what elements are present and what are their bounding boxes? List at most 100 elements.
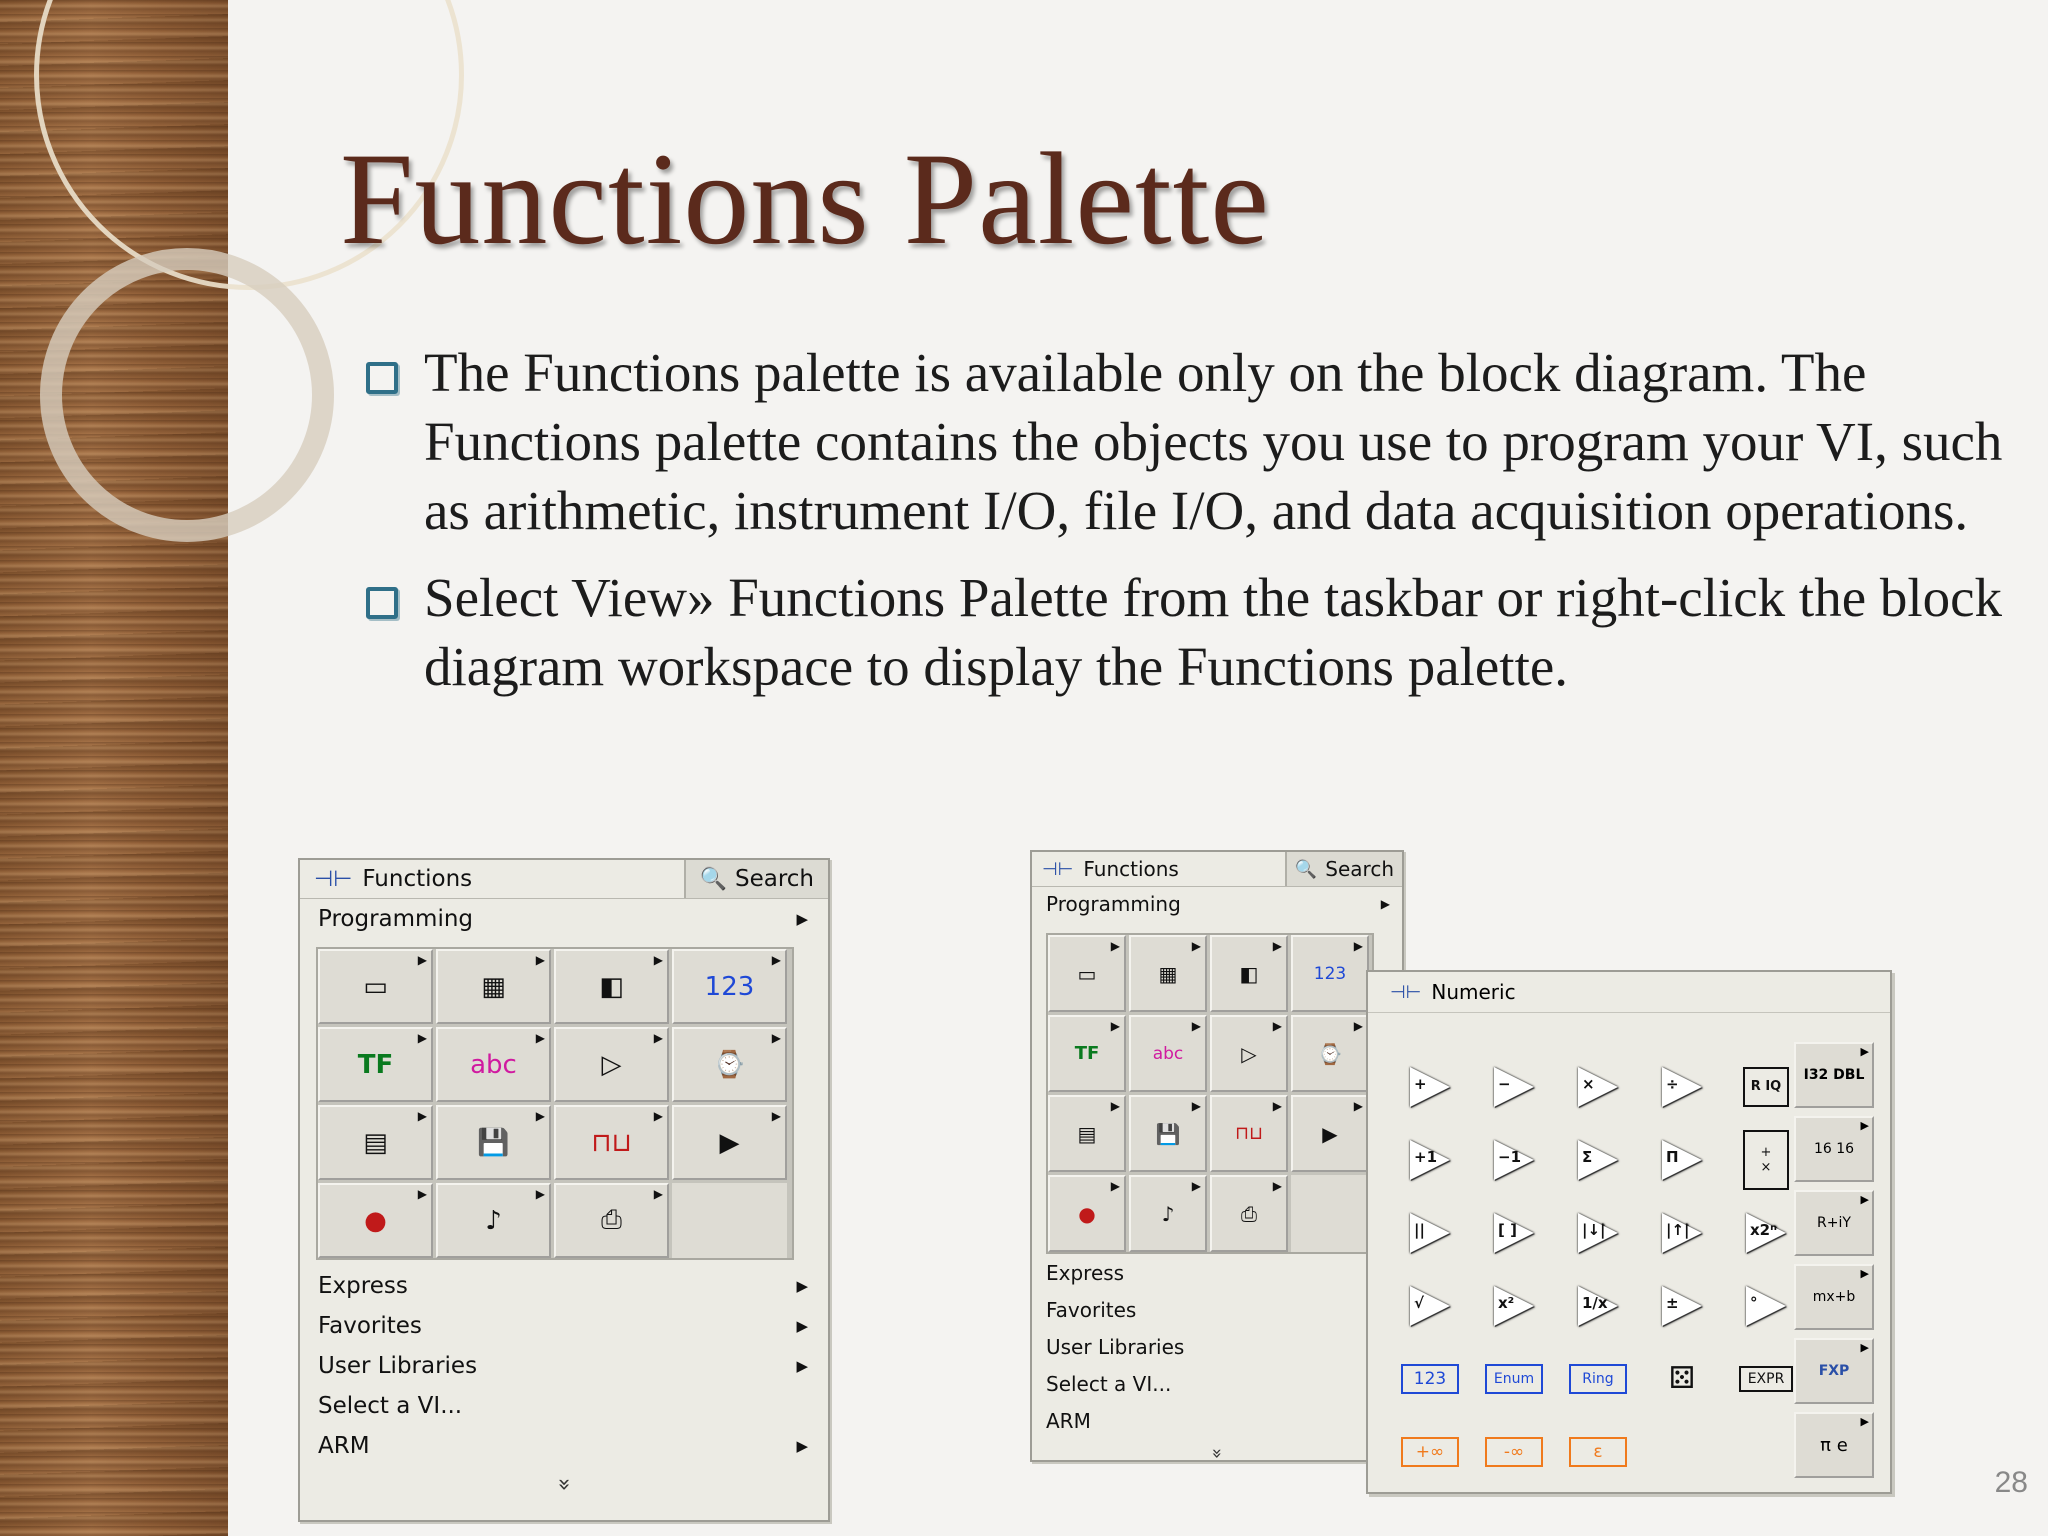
waveform-icon[interactable]: ⊓⊔▶: [1210, 1095, 1288, 1172]
negative-infinity-icon[interactable]: -∞: [1472, 1415, 1556, 1488]
pushpin-icon[interactable]: ⊣⊢: [314, 866, 353, 892]
waveform-icon[interactable]: ⊓⊔▶: [554, 1105, 669, 1180]
scale-power-of-2-icon[interactable]: x2ⁿ: [1724, 1196, 1808, 1269]
multiply-array-elements-icon[interactable]: Π: [1640, 1123, 1724, 1196]
compound-arithmetic-icon[interactable]: +×: [1724, 1123, 1808, 1196]
data-manipulation-icon[interactable]: 16 16▶: [1794, 1116, 1874, 1182]
expand-chevron-icon[interactable]: »: [551, 1477, 577, 1492]
synchronization-icon[interactable]: ●▶: [1048, 1175, 1126, 1252]
menu-item-user-libraries[interactable]: User Libraries: [1032, 1328, 1402, 1365]
report-generation-icon[interactable]: ⎙▶: [554, 1183, 669, 1258]
graphics-sound-icon[interactable]: ♪▶: [436, 1183, 551, 1258]
tab-search-label: Search: [734, 866, 814, 892]
numeric-side-column: I32 DBL▶ 16 16▶ R+iY▶ mx+b▶ FXP▶ π e▶: [1794, 1042, 1874, 1478]
boolean-icon[interactable]: TF▶: [1048, 1015, 1126, 1092]
add-icon[interactable]: +: [1388, 1050, 1472, 1123]
structures-icon[interactable]: ▭▶: [1048, 935, 1126, 1012]
report-generation-icon[interactable]: ⎙▶: [1210, 1175, 1288, 1252]
comparison-icon[interactable]: ▷▶: [554, 1027, 669, 1102]
tab-search[interactable]: 🔍 Search: [683, 860, 828, 898]
file-io-icon[interactable]: 💾▶: [1129, 1095, 1207, 1172]
enum-constant-icon[interactable]: Enum: [1472, 1342, 1556, 1415]
palette-header: ⊣⊢ Functions 🔍 Search: [1032, 852, 1402, 887]
menu-item-label: Favorites: [1046, 1297, 1137, 1322]
divide-icon[interactable]: ÷: [1640, 1050, 1724, 1123]
expression-node-icon[interactable]: EXPR: [1724, 1342, 1808, 1415]
cluster-icon[interactable]: ◧▶: [1210, 935, 1288, 1012]
dialog-icon[interactable]: ▤▶: [318, 1105, 433, 1180]
numeric-icon[interactable]: 123▶: [672, 949, 787, 1024]
decrement-icon[interactable]: −1: [1472, 1123, 1556, 1196]
pushpin-icon[interactable]: ⊣⊢: [1042, 858, 1074, 880]
quotient-remainder-icon[interactable]: R IQ: [1724, 1050, 1808, 1123]
tab-functions[interactable]: ⊣⊢ Functions: [1032, 852, 1189, 886]
array-icon[interactable]: ▦▶: [436, 949, 551, 1024]
multiply-icon[interactable]: ×: [1556, 1050, 1640, 1123]
array-icon[interactable]: ▦▶: [1129, 935, 1207, 1012]
absolute-value-icon[interactable]: ||: [1388, 1196, 1472, 1269]
cluster-icon[interactable]: ◧▶: [554, 949, 669, 1024]
structures-icon[interactable]: ▭▶: [318, 949, 433, 1024]
square-icon[interactable]: x²: [1472, 1269, 1556, 1342]
round-up-icon[interactable]: |↑|: [1640, 1196, 1724, 1269]
sign-icon[interactable]: ±: [1640, 1269, 1724, 1342]
menu-item-express[interactable]: Express: [1032, 1254, 1402, 1291]
random-number-icon[interactable]: °: [1724, 1269, 1808, 1342]
synchronization-icon[interactable]: ●▶: [318, 1183, 433, 1258]
file-io-icon[interactable]: 💾▶: [436, 1105, 551, 1180]
menu-item-favorites[interactable]: Favorites: [1032, 1291, 1402, 1328]
menu-item-arm[interactable]: ARM ▶: [300, 1426, 828, 1466]
bullet-text: The Functions palette is available only …: [424, 342, 2003, 541]
application-control-icon[interactable]: ▶▶: [1291, 1095, 1369, 1172]
tab-search[interactable]: 🔍 Search: [1284, 852, 1402, 886]
submenu-arrow-icon: ▶: [796, 1437, 808, 1455]
timing-icon[interactable]: ⌚▶: [1291, 1015, 1369, 1092]
numeric-icon[interactable]: 123▶: [1291, 935, 1369, 1012]
subtract-icon[interactable]: −: [1472, 1050, 1556, 1123]
menu-item-select-vi[interactable]: Select a VI...: [1032, 1365, 1402, 1402]
expand-chevron-icon[interactable]: »: [1206, 1447, 1228, 1459]
scaling-icon[interactable]: mx+b▶: [1794, 1264, 1874, 1330]
round-down-icon[interactable]: |↓|: [1556, 1196, 1640, 1269]
string-icon[interactable]: abc▶: [1129, 1015, 1207, 1092]
graphics-sound-icon[interactable]: ♪▶: [1129, 1175, 1207, 1252]
menu-item-user-libraries[interactable]: User Libraries ▶: [300, 1346, 828, 1386]
positive-infinity-icon[interactable]: +∞: [1388, 1415, 1472, 1488]
conversion-icon[interactable]: I32 DBL▶: [1794, 1042, 1874, 1108]
wood-sidebar: [0, 0, 228, 1536]
search-icon: 🔍: [1294, 858, 1318, 880]
menu-item-arm[interactable]: ARM: [1032, 1402, 1402, 1439]
math-constants-icon[interactable]: π e▶: [1794, 1412, 1874, 1478]
add-array-elements-icon[interactable]: Σ: [1556, 1123, 1640, 1196]
tab-functions-label: Functions: [362, 866, 473, 892]
boolean-icon[interactable]: TF▶: [318, 1027, 433, 1102]
slide-title: Functions Palette: [340, 125, 1270, 272]
square-root-icon[interactable]: √: [1388, 1269, 1472, 1342]
numeric-constant-icon[interactable]: 123: [1388, 1342, 1472, 1415]
subpalette-grid: ▭▶ ▦▶ ◧▶ 123▶ TF▶ abc▶ ▷▶ ⌚▶ ▤▶ 💾▶ ⊓⊔▶ ▶…: [316, 947, 794, 1260]
complex-icon[interactable]: R+iY▶: [1794, 1190, 1874, 1256]
pushpin-icon[interactable]: ⊣⊢: [1390, 981, 1422, 1003]
string-icon[interactable]: abc▶: [436, 1027, 551, 1102]
category-programming[interactable]: Programming ▶: [300, 899, 828, 939]
random-dice-icon[interactable]: ⚄: [1668, 1361, 1696, 1396]
category-programming[interactable]: Programming ▶: [1032, 887, 1402, 921]
comparison-icon[interactable]: ▷▶: [1210, 1015, 1288, 1092]
timing-icon[interactable]: ⌚▶: [672, 1027, 787, 1102]
menu-item-label: Favorites: [318, 1313, 422, 1339]
menu-item-favorites[interactable]: Favorites ▶: [300, 1306, 828, 1346]
ring-constant-icon[interactable]: Ring: [1556, 1342, 1640, 1415]
menu-item-select-vi[interactable]: Select a VI...: [300, 1386, 828, 1426]
machine-epsilon-icon[interactable]: ε: [1556, 1415, 1640, 1488]
bullet-checkbox-icon: [366, 362, 398, 394]
fixed-point-icon[interactable]: FXP▶: [1794, 1338, 1874, 1404]
increment-icon[interactable]: +1: [1388, 1123, 1472, 1196]
round-nearest-icon[interactable]: [ ]: [1472, 1196, 1556, 1269]
menu-item-label: Select a VI...: [1046, 1371, 1172, 1396]
category-label: Programming: [318, 906, 474, 932]
menu-item-express[interactable]: Express ▶: [300, 1266, 828, 1306]
tab-functions[interactable]: ⊣⊢ Functions: [300, 860, 486, 898]
dialog-icon[interactable]: ▤▶: [1048, 1095, 1126, 1172]
reciprocal-icon[interactable]: 1/x: [1556, 1269, 1640, 1342]
application-control-icon[interactable]: ▶▶: [672, 1105, 787, 1180]
